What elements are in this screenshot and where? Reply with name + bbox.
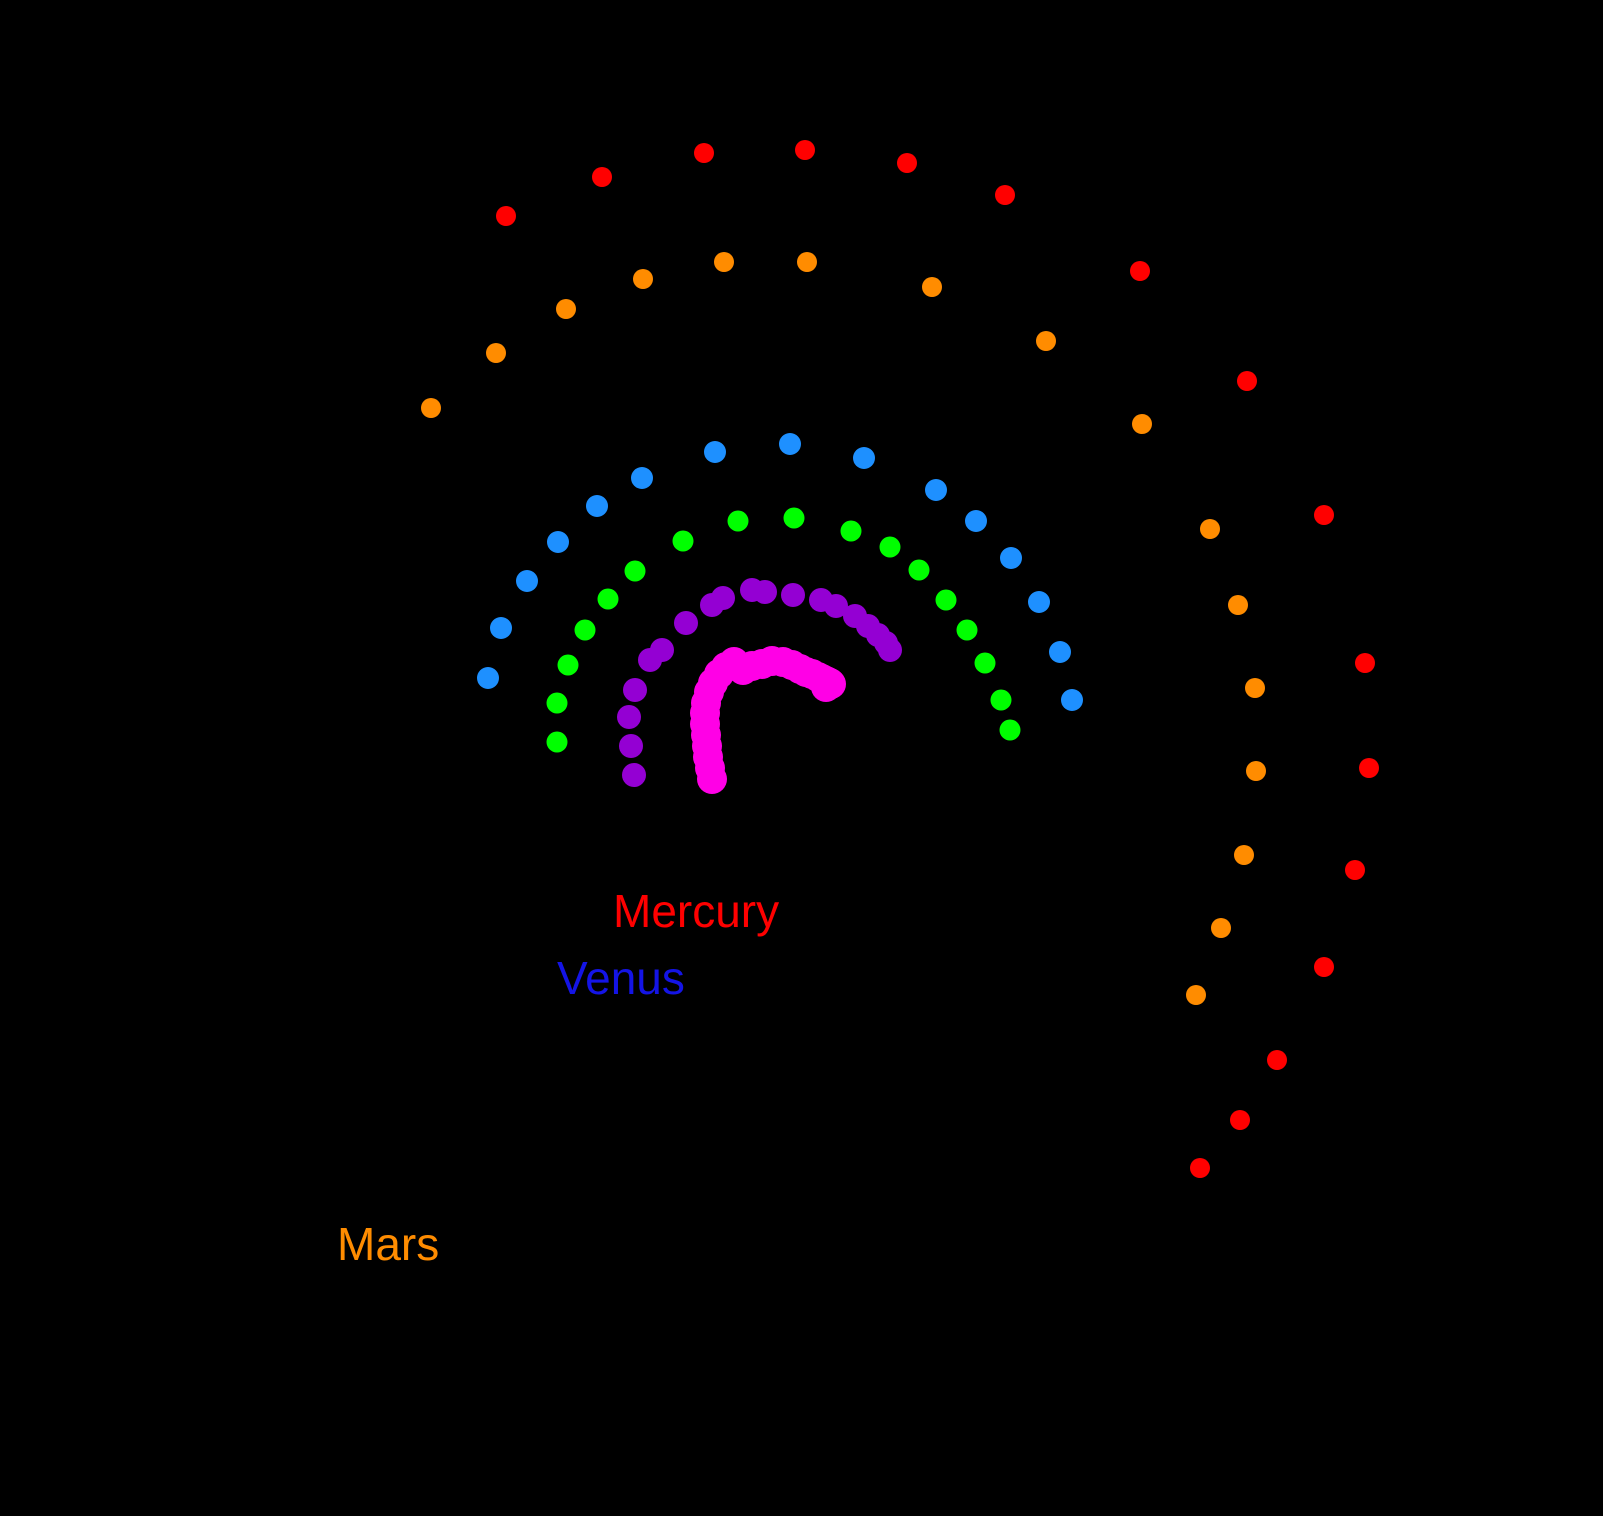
data-point: [704, 441, 726, 463]
data-point: [925, 479, 947, 501]
data-point: [1130, 261, 1150, 281]
data-point: [546, 692, 568, 714]
data-point: [586, 495, 608, 517]
data-point: [714, 252, 734, 272]
data-point: [922, 277, 942, 297]
data-point: [795, 140, 815, 160]
data-point: [633, 269, 653, 289]
data-point: [574, 619, 596, 641]
data-point: [781, 583, 805, 607]
data-point: [908, 559, 930, 581]
data-point: [622, 763, 646, 787]
data-point: [1000, 547, 1022, 569]
data-point: [597, 588, 619, 610]
data-point: [1211, 918, 1231, 938]
data-point: [1230, 1110, 1250, 1130]
data-point: [1028, 591, 1050, 613]
data-point: [1246, 761, 1266, 781]
planet-label-mars: Mars: [337, 1218, 440, 1270]
data-point: [1190, 1158, 1210, 1178]
data-point: [1245, 678, 1265, 698]
data-point: [477, 667, 499, 689]
data-point: [421, 398, 441, 418]
data-point: [1228, 595, 1248, 615]
data-point: [727, 510, 749, 532]
series-green-orbit: [546, 507, 1021, 753]
data-point: [711, 586, 735, 610]
data-point: [672, 530, 694, 552]
data-point: [557, 654, 579, 676]
data-point: [965, 510, 987, 532]
data-point: [556, 299, 576, 319]
series-purple-orbit: [617, 578, 902, 787]
data-point: [516, 570, 538, 592]
data-point: [623, 678, 647, 702]
series-orange-orbit: [421, 252, 1266, 1005]
data-point: [1061, 689, 1083, 711]
data-point: [824, 594, 848, 618]
series-magenta-orbit: [690, 646, 846, 794]
data-point: [840, 520, 862, 542]
data-point: [650, 638, 674, 662]
series-layer: [421, 140, 1379, 1178]
data-point: [753, 580, 777, 604]
data-point: [999, 719, 1021, 741]
data-point: [897, 153, 917, 173]
data-point: [1359, 758, 1379, 778]
data-point: [879, 536, 901, 558]
series-red-orbit: [496, 140, 1379, 1178]
data-point: [592, 167, 612, 187]
data-point: [1237, 371, 1257, 391]
data-point: [1314, 505, 1334, 525]
data-point: [624, 560, 646, 582]
data-point: [694, 143, 714, 163]
data-point: [990, 689, 1012, 711]
data-point: [1049, 641, 1071, 663]
data-point: [1355, 653, 1375, 673]
data-point: [631, 467, 653, 489]
data-point: [956, 619, 978, 641]
data-point: [1314, 957, 1334, 977]
data-point: [547, 531, 569, 553]
data-point: [546, 731, 568, 753]
data-point: [1186, 985, 1206, 1005]
data-point: [1200, 519, 1220, 539]
data-point: [490, 617, 512, 639]
data-point: [1234, 845, 1254, 865]
data-point: [974, 652, 996, 674]
planet-label-mercury: Mercury: [613, 885, 780, 937]
data-point: [496, 206, 516, 226]
data-point: [853, 447, 875, 469]
data-point: [617, 705, 641, 729]
data-point: [797, 252, 817, 272]
data-point: [1036, 331, 1056, 351]
data-point: [935, 589, 957, 611]
data-point: [674, 611, 698, 635]
data-point: [811, 672, 841, 702]
data-point: [1267, 1050, 1287, 1070]
data-point: [878, 638, 902, 662]
data-point: [779, 433, 801, 455]
series-blue-orbit: [477, 433, 1083, 711]
data-point: [619, 734, 643, 758]
planet-label-venus: Venus: [557, 952, 685, 1004]
data-point: [783, 507, 805, 529]
data-point: [486, 343, 506, 363]
data-point: [1345, 860, 1365, 880]
data-point: [1132, 414, 1152, 434]
data-point: [995, 185, 1015, 205]
